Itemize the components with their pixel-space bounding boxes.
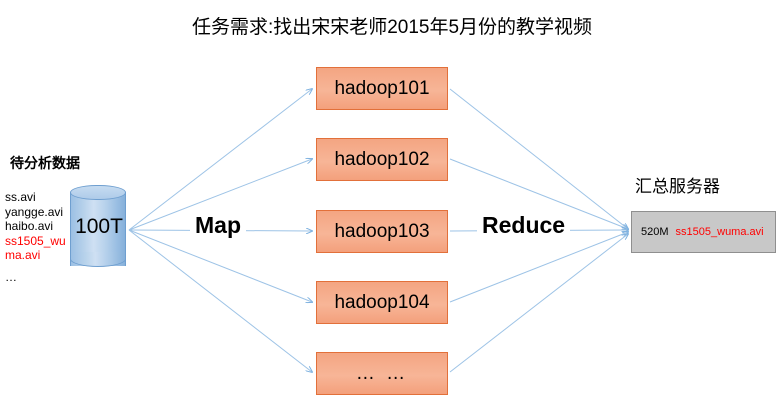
result-size: 520M [641, 226, 669, 238]
source-file-list: ss.avi yangge.avi haibo.avi ss1505_wuma.… [5, 190, 73, 284]
node-hadoop104[interactable]: hadoop104 [316, 281, 448, 324]
list-ellipsis: … [5, 269, 18, 284]
map-arrow-1 [128, 89, 312, 231]
map-arrow-5 [128, 229, 312, 372]
node-hadoop102[interactable]: hadoop102 [316, 138, 448, 181]
cylinder-top-ellipse [70, 185, 126, 200]
diagram-title: 任务需求:找出宋宋老师2015年5月份的教学视频 [191, 17, 593, 38]
list-item-highlighted: ss1505_wuma.avi [5, 233, 66, 263]
node-hadoop101[interactable]: hadoop101 [316, 67, 448, 110]
cylinder-bottom-ellipse [70, 252, 126, 267]
node-more[interactable]: … … [316, 352, 448, 395]
storage-size-label: 100T [75, 215, 123, 238]
data-storage-cylinder: 100T [70, 185, 128, 273]
map-stage-label: Map [190, 212, 246, 239]
reduce-stage-label: Reduce [477, 212, 571, 239]
map-arrow-4 [128, 229, 312, 302]
reduce-arrow-4 [449, 232, 628, 303]
result-box[interactable]: 520M ss1505_wuma.avi [631, 211, 776, 253]
result-filename: ss1505_wuma.avi [675, 226, 764, 238]
node-hadoop103[interactable]: hadoop103 [316, 210, 448, 253]
list-item: haibo.avi [5, 219, 54, 233]
reduce-arrow-1 [449, 88, 628, 229]
source-data-label: 待分析数据 [10, 155, 80, 171]
list-item: yangge.avi [5, 204, 64, 219]
reduce-arrow-5 [449, 234, 628, 373]
result-server-label: 汇总服务器 [635, 177, 720, 196]
list-item: ss.avi [5, 190, 36, 204]
